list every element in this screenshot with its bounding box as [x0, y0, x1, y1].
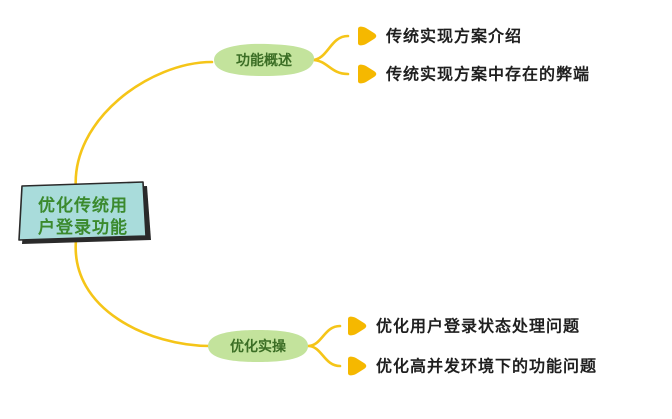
leaf-item-label: 优化高并发环境下的功能问题 [376, 357, 597, 376]
root-node-box [18, 181, 147, 241]
root-node-title-line-2: 户登录功能 [38, 217, 128, 238]
leaf-item[interactable]: 优化高并发环境下的功能问题 [348, 357, 597, 376]
connector-branch-1-to-children [310, 34, 350, 76]
bullet-arrow-icon [348, 316, 367, 336]
leaf-item-label: 传统实现方案中存在的弊端 [385, 65, 590, 84]
bullet-arrow-icon [358, 64, 377, 84]
root-node-title-line-1: 优化传统用 [38, 195, 128, 216]
leaf-item[interactable]: 优化用户登录状态处理问题 [348, 317, 580, 336]
bullet-arrow-icon [358, 26, 377, 46]
branch-node-practice-blob [208, 330, 308, 362]
connector-root-to-branch-2 [74, 238, 212, 348]
connectors [74, 34, 350, 368]
connector-branch-2-to-children [306, 324, 342, 368]
root-node[interactable]: 优化传统用 户登录功能 [18, 181, 151, 244]
leaf-item-label: 传统实现方案介绍 [385, 27, 522, 46]
branch-node-practice-label: 优化实操 [230, 338, 287, 355]
branch-node-overview-label: 功能概述 [236, 52, 292, 69]
branch-node-overview-blob [214, 43, 315, 76]
branch-node-overview[interactable]: 功能概述 [214, 43, 315, 76]
leaf-item[interactable]: 传统实现方案中存在的弊端 [358, 65, 590, 84]
bullet-arrow-icon [348, 356, 367, 376]
branch-node-practice[interactable]: 优化实操 [208, 330, 308, 362]
leaf-item[interactable]: 传统实现方案介绍 [358, 27, 522, 46]
connector-root-to-branch-1 [74, 60, 214, 192]
leaf-item-label: 优化用户登录状态处理问题 [376, 317, 580, 336]
